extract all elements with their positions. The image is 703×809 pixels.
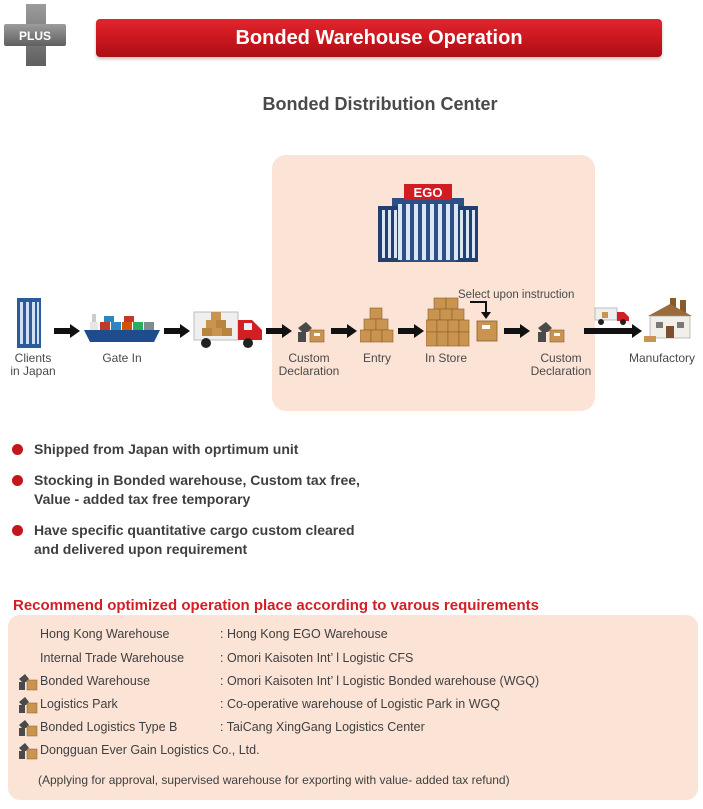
ship-icon — [84, 314, 160, 342]
list-item: Bonded Warehouse : Omori Kaisoten Int’ l… — [18, 671, 539, 691]
bullet-item: Shipped from Japan with oprtimum unit — [12, 440, 432, 459]
list-item: Logistics Park : Co-operative warehouse … — [18, 694, 500, 714]
ego-building-icon: EGO — [378, 184, 478, 262]
customs-icon — [19, 743, 38, 760]
factory-icon — [644, 298, 692, 342]
box-icon — [476, 320, 498, 342]
building-icon — [17, 298, 41, 348]
entry-label: Entry — [362, 351, 391, 365]
customs-icon — [19, 674, 38, 691]
arrow-icon — [398, 324, 424, 338]
box-stack-icon — [426, 297, 470, 347]
page-title: Bonded Warehouse Operation — [96, 19, 662, 57]
gate-in-label: Gate In — [102, 351, 142, 365]
box-stack-icon — [360, 307, 394, 343]
arrow-icon — [266, 324, 292, 338]
customs-icon — [538, 322, 565, 343]
list-item: Hong Kong Warehouse : Hong Kong EGO Ware… — [40, 627, 388, 641]
recommend-title: Recommend optimized operation place acco… — [13, 597, 539, 614]
truck-icon — [193, 311, 262, 348]
arrow-icon — [584, 324, 642, 338]
list-item: Bonded Logistics Type B : TaiCang XingGa… — [18, 717, 425, 737]
svg-text:PLUS: PLUS — [19, 29, 51, 43]
list-item: Internal Trade Warehouse : Omori Kaisote… — [40, 651, 414, 665]
arrow-icon — [54, 324, 80, 338]
plus-badge: PLUS — [4, 4, 66, 66]
svg-text:EGO: EGO — [414, 185, 443, 200]
bullet-item: Stocking in Bonded warehouse, Custom tax… — [12, 471, 432, 509]
small-truck-icon — [594, 307, 629, 325]
select-instruction-note: Select upon instruction — [458, 289, 575, 301]
customs-icon — [298, 322, 325, 343]
list-item: Dongguan Ever Gain Logistics Co., Ltd. — [18, 740, 260, 760]
bullet-list: Shipped from Japan with oprtimum unit St… — [12, 440, 432, 571]
bullet-item: Have specific quantitative cargo custom … — [12, 521, 432, 559]
arrow-icon — [164, 324, 190, 338]
customs-icon — [19, 697, 38, 714]
customs-icon — [19, 720, 38, 737]
recommend-panel — [8, 615, 698, 800]
arrow-icon — [331, 324, 357, 338]
in-store-label: In Store — [424, 351, 468, 365]
select-arrow-icon — [470, 301, 491, 319]
recommend-note: (Applying for approval, supervised wareh… — [38, 773, 510, 787]
diagram-title: Bonded Distribution Center — [262, 94, 498, 114]
manufactory-label: Manufactory — [628, 351, 696, 365]
arrow-icon — [504, 324, 530, 338]
